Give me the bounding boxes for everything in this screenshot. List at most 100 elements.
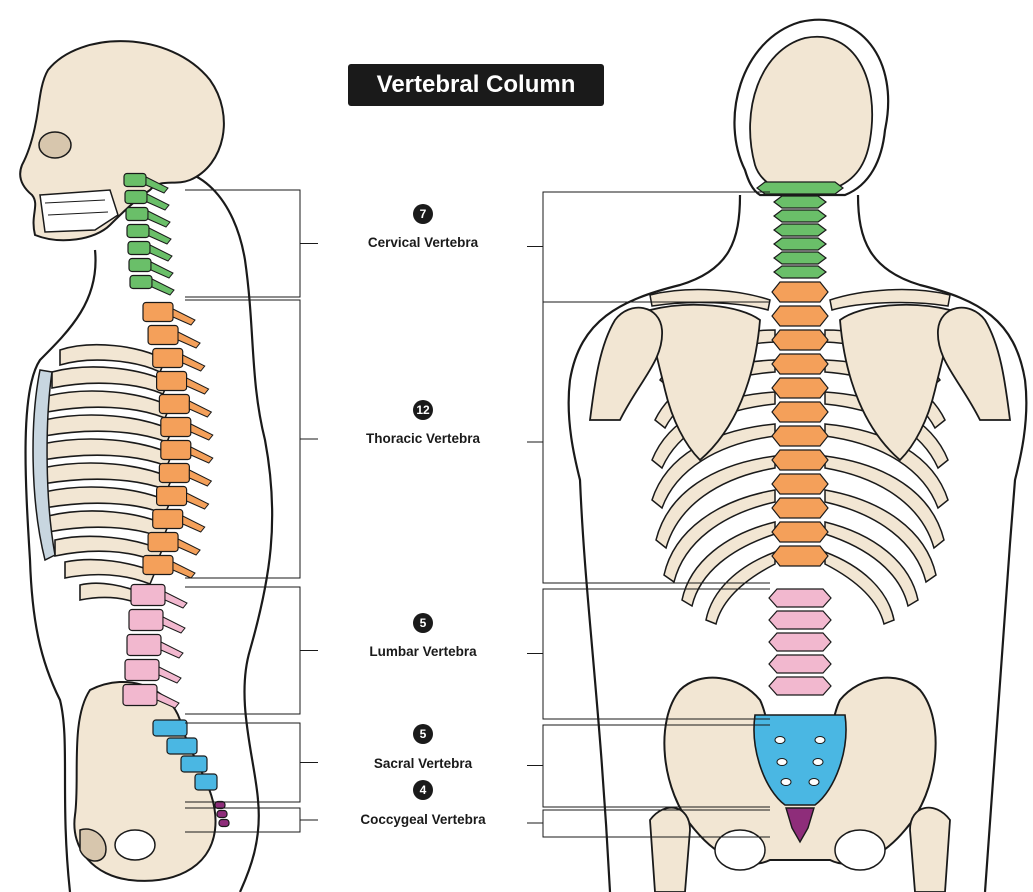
side-vertebra-cervical (128, 242, 150, 255)
back-vertebra-cervical (774, 210, 826, 222)
back-vertebra-cervical (774, 196, 826, 208)
side-vertebra-cervical (127, 225, 149, 238)
side-spinous-process-thoracic (191, 424, 213, 440)
side-spinous-process-thoracic (187, 378, 209, 394)
back-sacral-foramen (777, 759, 787, 766)
side-spinous-process-thoracic (189, 470, 211, 486)
side-spinous-process-cervical (151, 262, 173, 278)
side-vertebra-thoracic (157, 372, 187, 391)
back-vertebra-lumbar (769, 611, 831, 629)
side-vertebra-thoracic (159, 395, 189, 414)
side-vertebra-lumbar (127, 635, 161, 656)
back-sacral-foramen (781, 779, 791, 786)
side-vertebra-thoracic (161, 418, 191, 437)
side-spinous-process-cervical (150, 245, 172, 261)
back-vertebra-thoracic (772, 402, 828, 422)
side-spinous-process-thoracic (187, 493, 209, 509)
right-bracket-cervical (527, 192, 770, 302)
side-vertebra-thoracic (153, 349, 183, 368)
back-vertebra-cervical (774, 224, 826, 236)
back-sacral-foramen (809, 779, 819, 786)
side-spinous-process-thoracic (183, 355, 205, 371)
side-vertebra-cervical (130, 276, 152, 289)
side-spinous-process-lumbar (159, 667, 181, 683)
back-view-figure (569, 20, 1027, 892)
side-vertebra-coccygeal (215, 802, 225, 809)
side-vertebra-thoracic (157, 487, 187, 506)
diagram-title: Vertebral Column (348, 64, 604, 106)
back-right-hip-socket (835, 830, 885, 870)
cervical-label: Cervical Vertebra (323, 235, 523, 250)
back-vertebra-thoracic (772, 474, 828, 494)
back-left-hip-socket (715, 830, 765, 870)
lumbar-label: Lumbar Vertebra (323, 644, 523, 659)
back-vertebra-thoracic (772, 378, 828, 398)
thoracic-label: Thoracic Vertebra (323, 431, 523, 446)
side-vertebra-cervical (129, 259, 151, 272)
side-spinous-process-thoracic (183, 516, 205, 532)
side-vertebra-thoracic (148, 326, 178, 345)
side-vertebra-thoracic (159, 464, 189, 483)
side-vertebra-lumbar (131, 585, 165, 606)
left-bracket-cervical (185, 190, 318, 297)
side-spinous-process-thoracic (191, 447, 213, 463)
back-vertebra-lumbar (769, 677, 831, 695)
side-vertebra-sacral (167, 738, 197, 754)
side-spinous-process-cervical (149, 228, 171, 244)
side-hip-socket (115, 830, 155, 860)
back-vertebra-cervical (774, 238, 826, 250)
back-sacral-foramen (775, 737, 785, 744)
side-vertebra-thoracic (153, 510, 183, 529)
back-vertebra-lumbar (769, 655, 831, 673)
side-vertebra-sacral (153, 720, 187, 736)
lumbar-count-badge: 5 (413, 613, 433, 633)
side-vertebra-lumbar (123, 685, 157, 706)
side-spinous-process-lumbar (165, 592, 187, 608)
back-vertebra-thoracic (772, 546, 828, 566)
back-vertebra-cervical (774, 266, 826, 278)
back-vertebra-thoracic (772, 282, 828, 302)
back-sacral-foramen (815, 737, 825, 744)
back-vertebra-thoracic (772, 498, 828, 518)
sacral-label: Sacral Vertebra (323, 756, 523, 771)
side-spinous-process-cervical (148, 211, 170, 227)
side-spinous-process-cervical (147, 194, 169, 210)
side-vertebra-sacral (181, 756, 207, 772)
side-vertebra-cervical (124, 174, 146, 187)
coccygeal-count-badge: 4 (413, 780, 433, 800)
side-vertebra-thoracic (148, 533, 178, 552)
thoracic-count-badge: 12 (413, 400, 433, 420)
side-spinous-process-thoracic (178, 539, 200, 555)
cervical-count-badge: 7 (413, 204, 433, 224)
side-eye-socket (39, 132, 71, 158)
side-vertebra-cervical (126, 208, 148, 221)
back-sacral-foramen (813, 759, 823, 766)
back-vertebra-thoracic (772, 450, 828, 470)
side-spinous-process-thoracic (173, 562, 195, 578)
back-vertebra-thoracic (772, 426, 828, 446)
side-spinous-process-lumbar (163, 617, 185, 633)
back-vertebra-thoracic (772, 522, 828, 542)
back-spine (754, 182, 846, 842)
side-vertebra-thoracic (143, 556, 173, 575)
side-vertebra-coccygeal (217, 811, 227, 818)
side-vertebra-lumbar (129, 610, 163, 631)
side-vertebra-cervical (125, 191, 147, 204)
side-spinous-process-thoracic (178, 332, 200, 348)
back-vertebra-lumbar (769, 589, 831, 607)
left-bracket-lumbar (185, 587, 318, 714)
back-vertebra-thoracic (772, 330, 828, 350)
back-vertebra-thoracic (772, 354, 828, 374)
side-spinous-process-cervical (152, 279, 174, 295)
side-spinous-process-lumbar (161, 642, 183, 658)
back-left-humerus (590, 308, 662, 420)
back-vertebra-thoracic (772, 306, 828, 326)
side-spinous-process-thoracic (173, 309, 195, 325)
side-spinous-process-thoracic (189, 401, 211, 417)
coccygeal-label: Coccygeal Vertebra (323, 812, 523, 827)
back-left-femur (650, 808, 690, 892)
side-vertebra-thoracic (161, 441, 191, 460)
back-vertebra-lumbar (769, 633, 831, 651)
sacral-count-badge: 5 (413, 724, 433, 744)
